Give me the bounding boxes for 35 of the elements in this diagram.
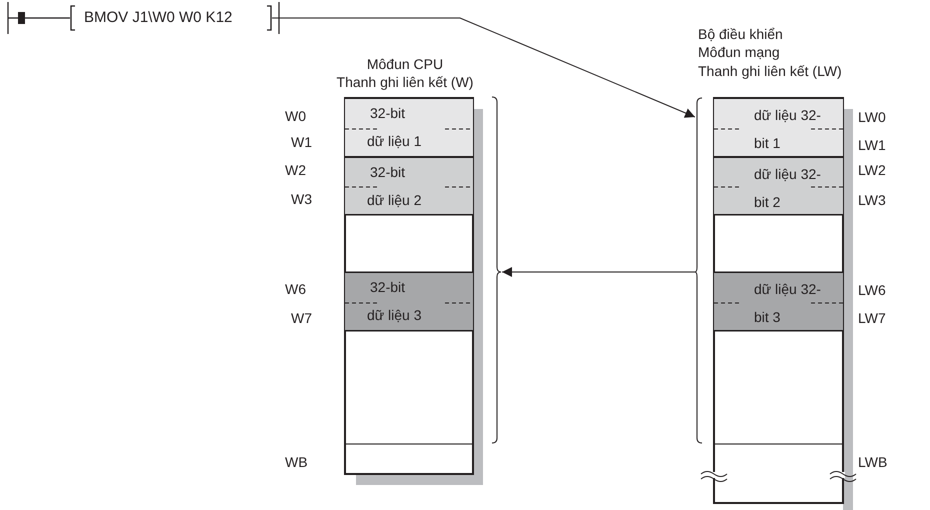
register-address: W7 [291, 310, 312, 326]
register-address: W6 [285, 281, 306, 297]
data-row [714, 157, 843, 215]
data-row [345, 98, 473, 157]
data-text: 32-bit [370, 105, 406, 121]
arrow [502, 267, 696, 277]
table-heading: Thanh ghi liên kết (LW) [698, 62, 843, 80]
register-address: LW2 [858, 162, 886, 178]
register-address: W1 [291, 134, 312, 150]
data-text: dữ liệu 2 [367, 192, 422, 208]
data-row [345, 272, 473, 331]
data-row [714, 272, 843, 331]
data-text: dữ liệu 3 [367, 307, 422, 323]
register-address: LW6 [858, 282, 886, 298]
register-address: LW1 [858, 137, 886, 153]
data-text: 32-bit [370, 164, 406, 180]
data-text: 32-bit [370, 279, 406, 295]
table-heading: Bộ điều khiển Môđun mạng [698, 25, 784, 61]
register-address: LW3 [858, 192, 886, 208]
instruction-text: BMOV J1\W0 W0 K12 [84, 9, 232, 27]
data-row [714, 98, 843, 157]
data-text: dữ liệu 32-bit 3 [754, 280, 822, 327]
table-heading: Thanh ghi liên kết (W) [336, 73, 474, 91]
register-address: W3 [291, 191, 312, 207]
data-text: dữ liệu 1 [367, 133, 422, 149]
arrow [272, 18, 696, 118]
register-address: W2 [285, 162, 306, 178]
register-address: WB [285, 454, 308, 470]
table-heading: Môđun CPU [366, 55, 444, 73]
register-address: LWB [858, 454, 888, 470]
register-address: LW0 [858, 109, 886, 125]
register-address: LW7 [858, 310, 886, 326]
data-row [345, 157, 473, 215]
data-text: dữ liệu 32-bit 2 [754, 165, 822, 212]
register-address: W0 [285, 108, 306, 124]
